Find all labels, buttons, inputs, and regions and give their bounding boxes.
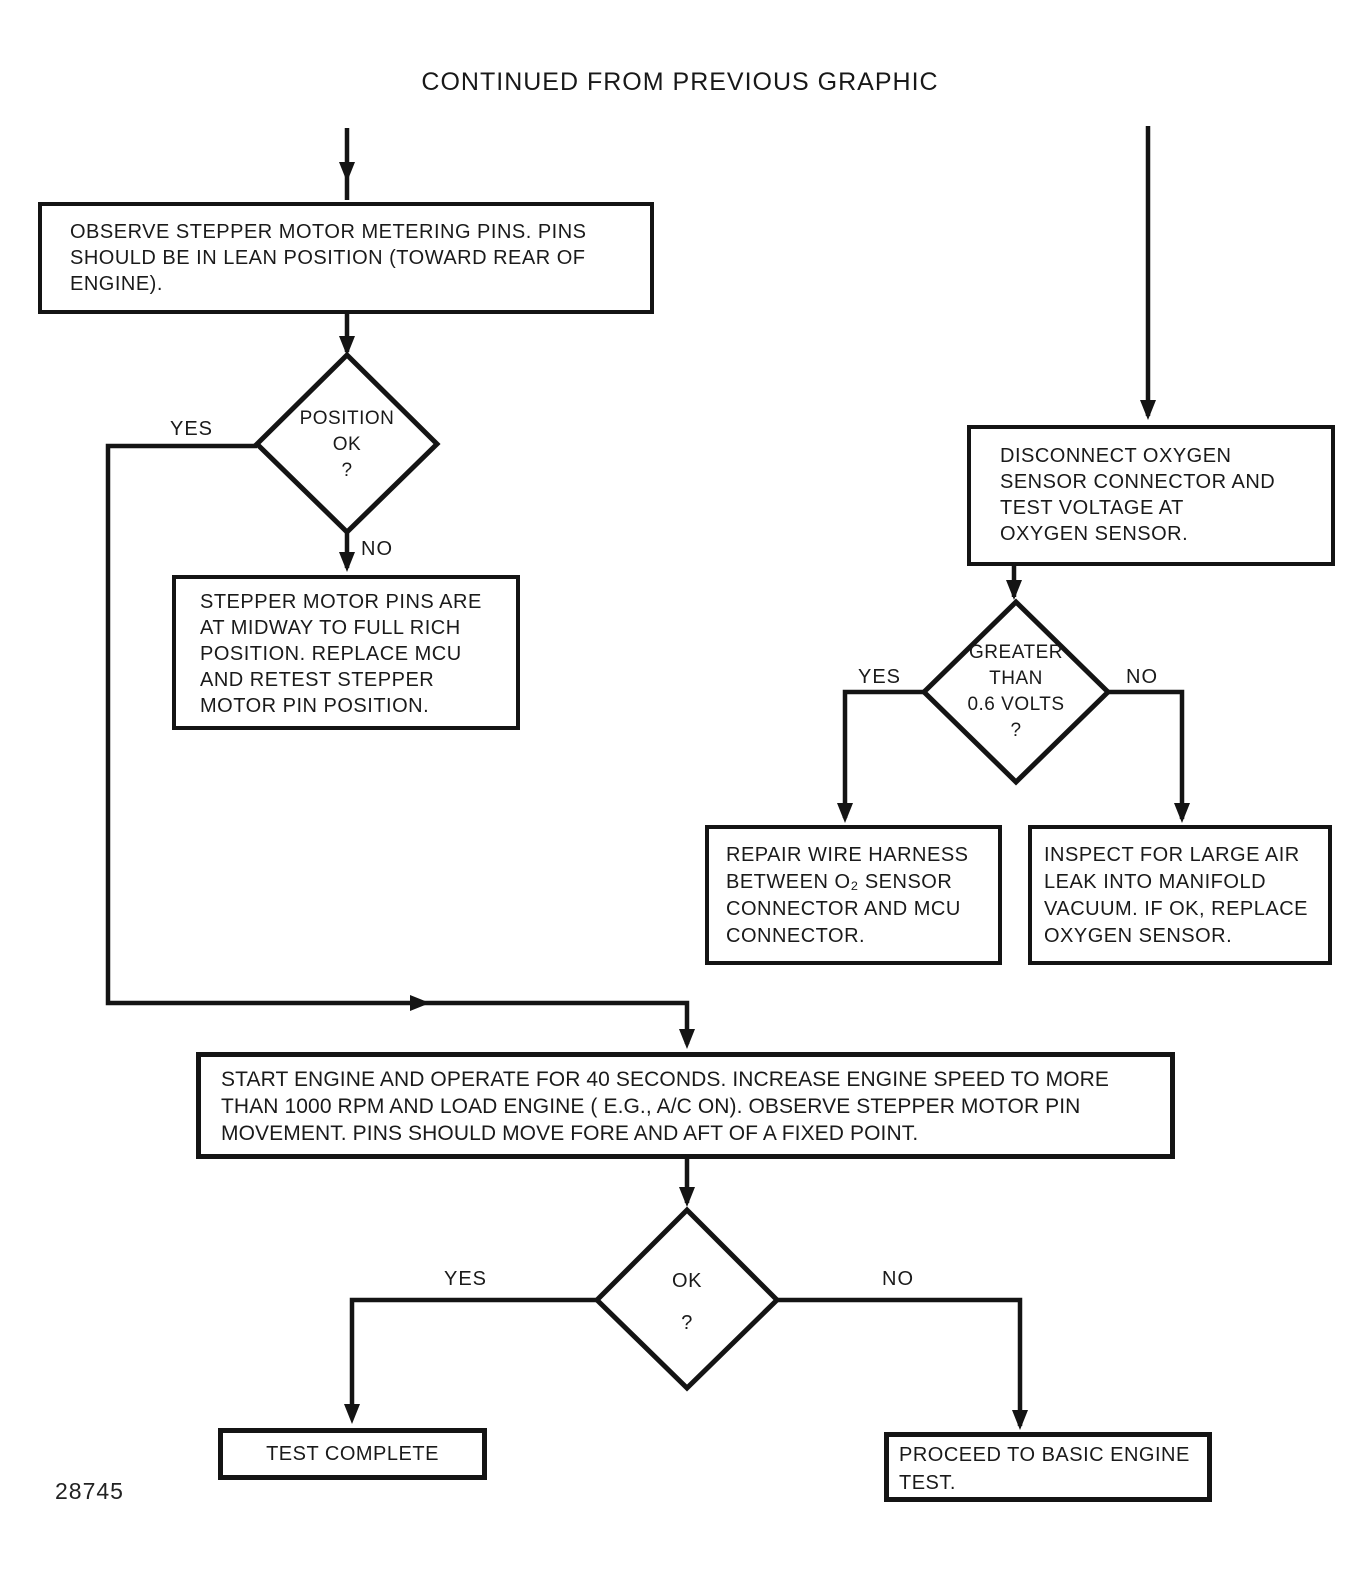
flow-node-observe-pins-text: OBSERVE STEPPER MOTOR METERING PINS. PIN… [70, 221, 587, 295]
arrowhead-entry-right [1140, 400, 1156, 420]
arrowheads [339, 162, 1190, 1430]
flow-node-replace-mcu: STEPPER MOTOR PINS ARE AT MIDWAY TO FULL… [172, 575, 520, 730]
arrowhead-midline-right [410, 995, 430, 1011]
figure-number: 28745 [55, 1478, 124, 1504]
flow-node-start-engine: START ENGINE AND OPERATE FOR 40 SECONDS.… [196, 1052, 1175, 1159]
flow-node-disconnect-oxygen-sensor-text: DISCONNECT OXYGEN SENSOR CONNECTOR AND T… [1000, 445, 1276, 545]
arrowhead-voltage-no [1174, 803, 1190, 823]
arrowhead-voltage-yes [837, 803, 853, 823]
flow-node-disconnect-oxygen-sensor: DISCONNECT OXYGEN SENSOR CONNECTOR AND T… [967, 425, 1335, 566]
flow-node-repair-wire-harness-text: REPAIR WIRE HARNESS BETWEEN O₂ SENSOR CO… [726, 844, 969, 947]
decision-voltage-label: GREATER THAN 0.6 VOLTS ? [967, 642, 1065, 741]
arrowhead-into-position [339, 336, 355, 356]
flow-node-repair-wire-harness: REPAIR WIRE HARNESS BETWEEN O₂ SENSOR CO… [705, 825, 1002, 965]
arrowhead-movement-no [1012, 1410, 1028, 1430]
flow-node-proceed-basic-engine-test-text: PROCEED TO BASIC ENGINE TEST. [899, 1444, 1190, 1494]
edge-movement-no [777, 1297, 1023, 1426]
edge-position-yes [105, 443, 690, 1044]
edge-movement-yes [349, 1297, 597, 1418]
decision-diamond-voltage [920, 598, 1112, 786]
flow-node-proceed-basic-engine-test: PROCEED TO BASIC ENGINE TEST. [884, 1432, 1212, 1502]
label-position-no: NO [361, 538, 393, 560]
decision-movement-ok-label: OK ? [672, 1270, 702, 1334]
arrowhead-into-voltage [1006, 580, 1022, 600]
decision-diamond-position [253, 351, 441, 536]
edge-voltage-yes [842, 689, 924, 818]
arrowhead-position-no [339, 552, 355, 572]
decision-position-ok-label: POSITION OK ? [299, 408, 395, 481]
label-voltage-yes: YES [858, 666, 902, 688]
label-position-yes: YES [170, 418, 214, 440]
arrowhead-movement-yes [344, 1404, 360, 1424]
flow-node-test-complete: TEST COMPLETE [218, 1428, 487, 1480]
edge-voltage-no [1108, 689, 1185, 819]
arrowhead-into-ok [679, 1187, 695, 1207]
flow-node-observe-pins: OBSERVE STEPPER MOTOR METERING PINS. PIN… [38, 202, 654, 314]
flow-node-replace-mcu-text: STEPPER MOTOR PINS ARE AT MIDWAY TO FULL… [200, 591, 482, 717]
flow-node-start-engine-text: START ENGINE AND OPERATE FOR 40 SECONDS.… [221, 1068, 1110, 1145]
flow-node-inspect-air-leak-text: INSPECT FOR LARGE AIR LEAK INTO MANIFOLD… [1044, 844, 1309, 947]
flow-node-test-complete-text: TEST COMPLETE [266, 1443, 439, 1465]
label-movement-no: NO [882, 1268, 914, 1290]
arrowhead-into-start [679, 1029, 695, 1049]
arrowhead-entry-left [339, 162, 355, 182]
page-title: CONTINUED FROM PREVIOUS GRAPHIC [421, 68, 939, 96]
label-voltage-no: NO [1126, 666, 1158, 688]
flow-node-inspect-air-leak: INSPECT FOR LARGE AIR LEAK INTO MANIFOLD… [1028, 825, 1332, 965]
decision-diamond-movement [593, 1206, 781, 1392]
label-movement-yes: YES [444, 1268, 488, 1290]
